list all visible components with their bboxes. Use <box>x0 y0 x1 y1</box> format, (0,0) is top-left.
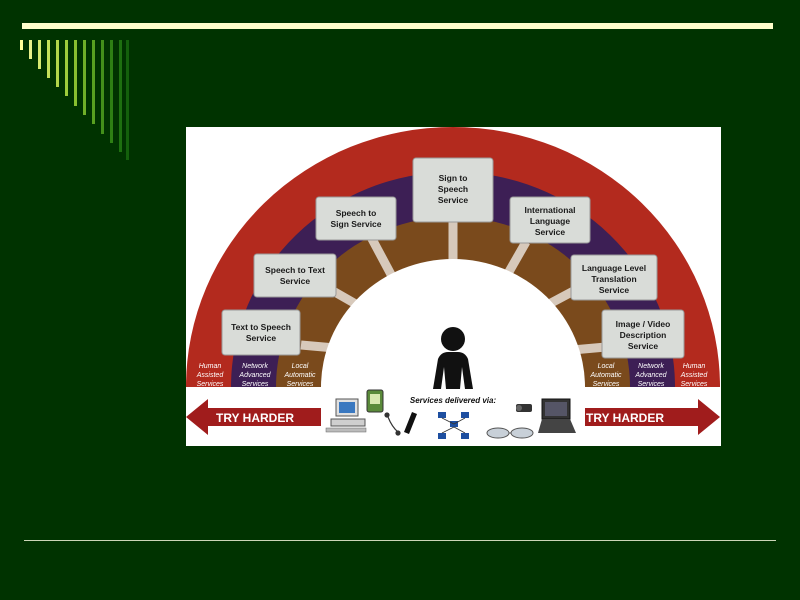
service-label-line: Speech <box>438 184 468 194</box>
service-label-line: Text to Speech <box>231 322 291 332</box>
service-label-line: Speech to <box>336 208 377 218</box>
service-label-line: International <box>524 205 575 215</box>
delivered-via-label: Services delivered via: <box>410 396 497 405</box>
band-label-line: Human <box>683 363 706 370</box>
eyeglasses-icon <box>486 427 534 439</box>
service-box-image-video-description: Image / Video Description Service <box>601 309 685 359</box>
left-band-labels: Human Assisted Services Network Advanced… <box>196 363 316 388</box>
band-label-line: Human <box>199 363 222 370</box>
person-icon <box>433 327 473 389</box>
service-label-line: Language Level <box>582 263 646 273</box>
desktop-computer-icon <box>325 398 367 433</box>
service-box-text-to-speech: Text to Speech Service <box>221 309 301 356</box>
pda-icon <box>366 389 384 413</box>
service-label-line: Speech to Text <box>265 265 325 275</box>
service-label-line: Sign to <box>439 173 468 183</box>
service-label-line: Service <box>246 333 277 343</box>
left-arrow-label: TRY HARDER <box>216 411 294 425</box>
band-label-line: Automatic <box>283 372 316 379</box>
service-label-line: Description <box>620 330 667 340</box>
service-box-speech-to-text: Speech to Text Service <box>253 253 337 298</box>
band-label-line: Local <box>598 363 615 370</box>
band-label-line: Services <box>681 381 708 388</box>
band-label-line: Services <box>593 381 620 388</box>
service-box-speech-to-sign: Speech to Sign Service <box>315 196 397 241</box>
service-label-line: Translation <box>591 274 636 284</box>
network-icon <box>438 412 469 439</box>
top-rule <box>22 23 773 29</box>
band-label-line: Network <box>638 363 664 370</box>
right-arrow-label: TRY HARDER <box>586 411 664 425</box>
camera-icon <box>516 404 532 412</box>
headset-icon <box>384 412 401 436</box>
service-label-line: Service <box>438 195 469 205</box>
band-label-line: Services <box>287 381 314 388</box>
service-label-line: Image / Video <box>616 319 671 329</box>
band-label-line: Services <box>638 381 665 388</box>
service-label-line: Language <box>530 216 570 226</box>
service-label-line: Sign Service <box>330 219 381 229</box>
band-label-line: Services <box>242 381 269 388</box>
service-box-international-language: International Language Service <box>509 196 591 244</box>
service-label-line: Service <box>280 276 311 286</box>
band-label-line: Services <box>197 381 224 388</box>
band-label-line: Automatic <box>589 372 622 379</box>
right-try-harder-arrow: TRY HARDER <box>585 399 720 435</box>
band-label-line: Assisted <box>196 372 225 379</box>
service-arrows <box>300 222 607 380</box>
services-diagram: Text to Speech Service Speech to Text Se… <box>186 127 721 446</box>
band-label-line: Advanced <box>634 372 667 379</box>
service-label-line: Service <box>628 341 659 351</box>
bottom-rule <box>24 540 776 541</box>
service-label-line: Service <box>535 227 566 237</box>
mobile-phone-icon <box>404 412 417 434</box>
band-label-line: Network <box>242 363 268 370</box>
decorative-stripes <box>20 40 129 160</box>
left-try-harder-arrow: TRY HARDER <box>186 399 321 435</box>
band-label-line: Local <box>292 363 309 370</box>
band-label-line: Advanced <box>238 372 271 379</box>
laptop-icon <box>538 398 576 433</box>
service-label-line: Service <box>599 285 630 295</box>
service-box-language-level-translation: Language Level Translation Service <box>570 254 658 301</box>
band-label-line: Assisted <box>680 372 709 379</box>
right-band-labels: Local Automatic Services Network Advance… <box>589 363 708 388</box>
service-box-sign-to-speech: Sign to Speech Service <box>412 157 494 223</box>
